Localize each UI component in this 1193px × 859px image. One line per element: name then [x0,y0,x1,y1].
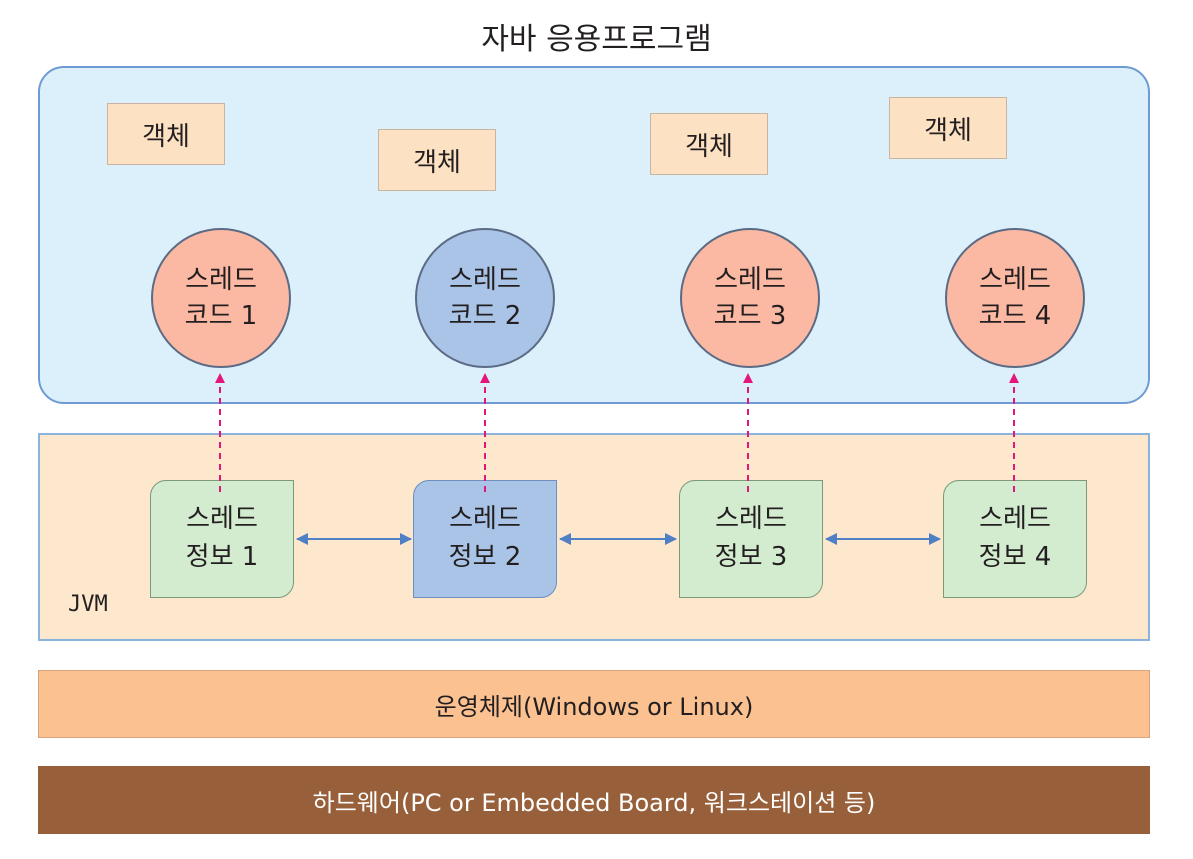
thread-info-4-line1: 스레드 [979,504,1051,535]
operating-system-bar: 운영체제(Windows or Linux) [38,670,1150,738]
thread-info-2-line2: 정보 2 [448,542,522,572]
hardware-label: 하드웨어(PC or Embedded Board, 워크스테이션 등) [312,788,876,817]
thread-code-1-line2: 코드 1 [184,301,258,331]
hardware-bar: 하드웨어(PC or Embedded Board, 워크스테이션 등) [38,766,1150,834]
thread-code-4-line2: 코드 4 [978,301,1052,331]
object-box-4: 객체 [889,97,1007,159]
object-box-2: 객체 [378,129,496,191]
os-label: 운영체제(Windows or Linux) [434,692,754,721]
thread-info-1-line2: 정보 1 [185,542,259,572]
thread-info-3-line2: 정보 3 [714,542,788,572]
thread-code-2-line2: 코드 2 [448,301,522,331]
object-box-3: 객체 [650,113,768,175]
thread-code-1-line1: 스레드 [185,264,257,295]
thread-info-1-line1: 스레드 [186,504,258,535]
thread-info-2-line1: 스레드 [449,504,521,535]
thread-info-3-line1: 스레드 [715,504,787,535]
thread-code-3-line2: 코드 3 [713,301,787,331]
thread-code-3-line1: 스레드 [714,264,786,295]
thread-code-4-line1: 스레드 [979,264,1051,295]
object-box-1: 객체 [107,103,225,165]
thread-code-2-line1: 스레드 [449,264,521,295]
diagram-title: 자바 응용프로그램 [481,22,712,57]
jvm-label: JVM [68,592,108,617]
thread-info-4-line2: 정보 4 [978,542,1052,572]
